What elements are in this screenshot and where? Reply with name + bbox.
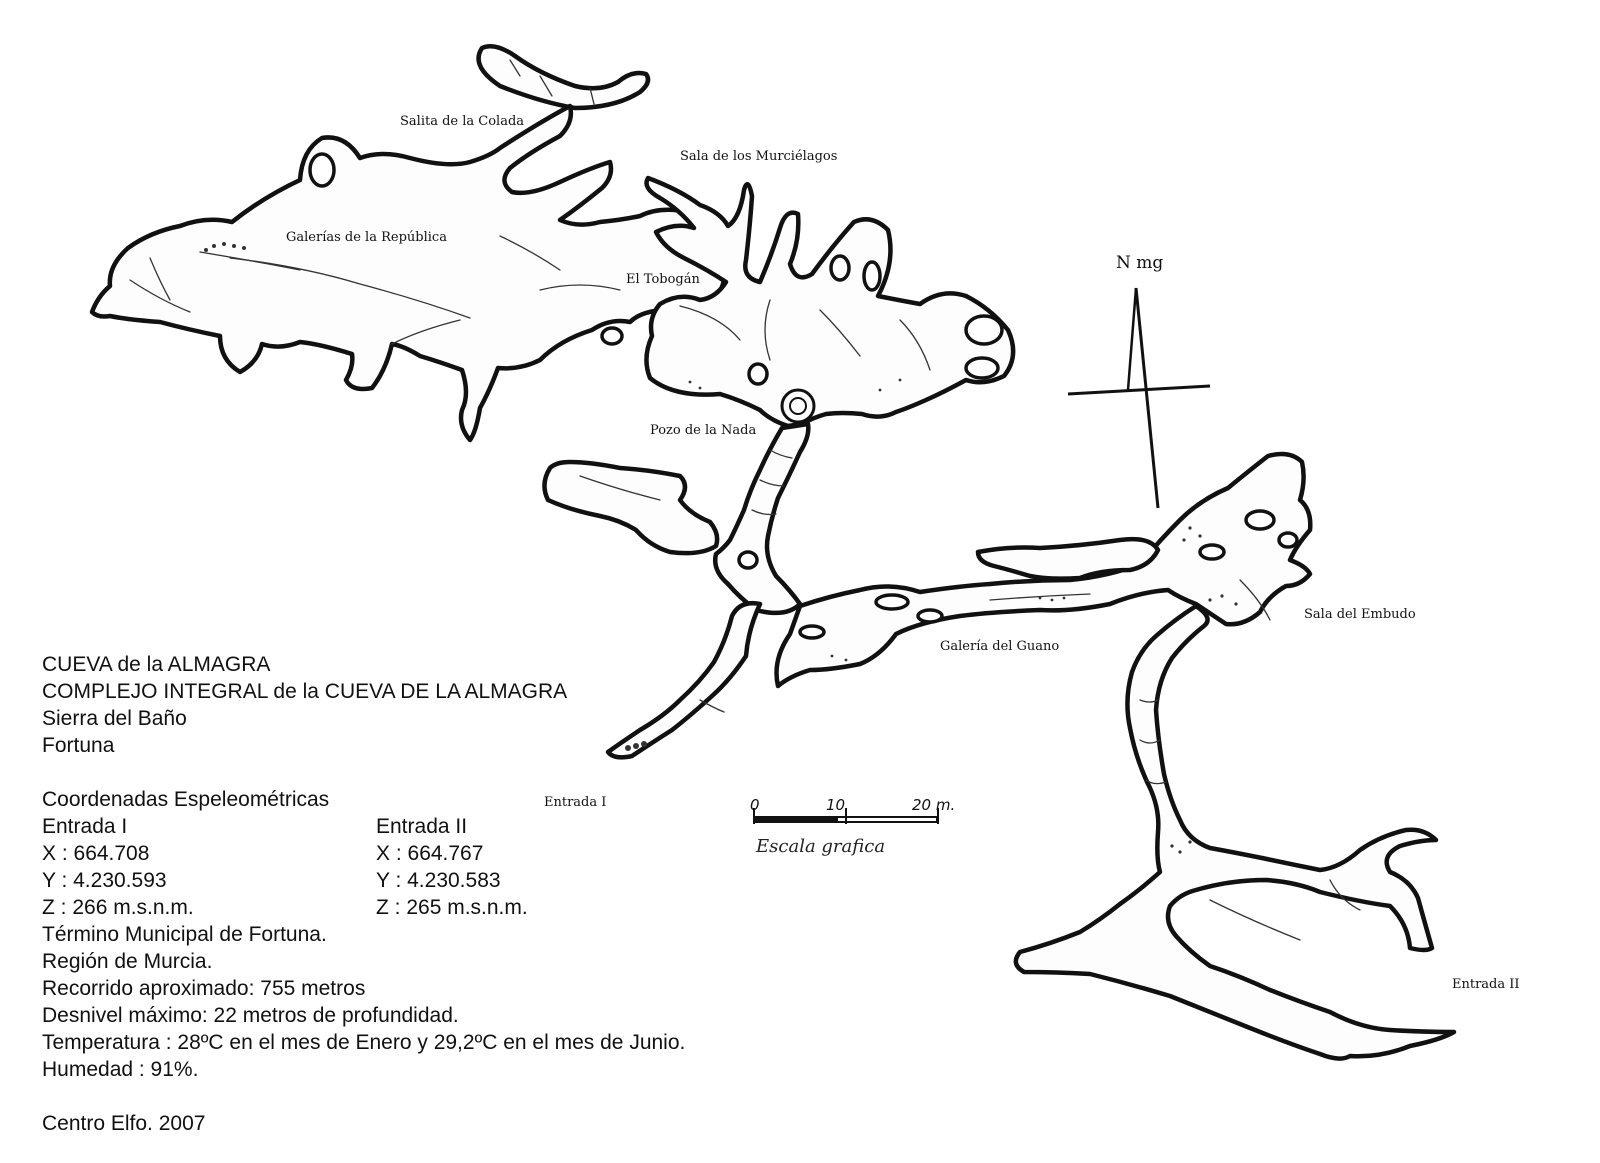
label-entrada1: Entrada I (544, 795, 606, 810)
label-tobogan: El Tobogán (626, 272, 700, 287)
pillar-8 (798, 624, 826, 640)
entrada2-name: Entrada II (376, 815, 468, 838)
label-salita: Salita de la Colada (400, 114, 524, 129)
scale-bar (753, 808, 939, 824)
info-block: CUEVA de la ALMAGRA COMPLEJO INTEGRAL de… (42, 651, 685, 1137)
label-entrada2: Entrada II (1452, 977, 1520, 992)
entrada1-y: Y : 4.230.593 (42, 869, 167, 892)
region: Región de Murcia. (42, 950, 213, 973)
pillar-6 (874, 593, 910, 611)
entrada2-coords: Entrada II X : 664.767 Y : 4.230.583 Z :… (376, 813, 528, 921)
entrada2-x: X : 664.767 (376, 842, 484, 865)
entrada2-y: Y : 4.230.583 (376, 869, 501, 892)
pozo-corridor (713, 421, 811, 616)
label-pozo: Pozo de la Nada (650, 423, 756, 438)
north-arrow (1067, 287, 1211, 509)
pillar-12 (737, 550, 759, 570)
title-cave: CUEVA de la ALMAGRA (42, 653, 271, 676)
town: Fortuna (42, 734, 115, 757)
side-loop-west (542, 459, 720, 556)
spacer (42, 1083, 685, 1110)
scale-tick-0: 0 (750, 796, 760, 814)
entrada1-name: Entrada I (42, 815, 128, 838)
humedad: Humedad : 91%. (42, 1058, 199, 1081)
murcielagos-passage (644, 175, 1016, 429)
pozo-shaft-inner (789, 397, 807, 415)
recorrido: Recorrido aproximado: 755 metros (42, 977, 366, 1000)
pillar-2 (862, 260, 882, 292)
label-murcielagos: Sala de los Murciélagos (680, 149, 837, 164)
pillar-7 (916, 608, 944, 624)
entrada2-z: Z : 265 m.s.n.m. (376, 896, 528, 919)
guano-upper-branch (975, 536, 1161, 581)
sierra: Sierra del Baño (42, 707, 187, 730)
pillar-5 (600, 326, 624, 346)
desnivel: Desnivel máximo: 22 metros de profundida… (42, 1004, 459, 1027)
pillar-4 (747, 362, 769, 386)
pillar-11 (1277, 531, 1299, 549)
title-complex: COMPLEJO INTEGRAL de la CUEVA DE LA ALMA… (42, 680, 568, 703)
credit: Centro Elfo. 2007 (42, 1112, 206, 1135)
pillar-3 (829, 254, 851, 282)
salita-passage (476, 44, 651, 111)
label-embudo: Sala del Embudo (1304, 607, 1416, 622)
pillar-1 (308, 152, 336, 188)
pillar-10 (1198, 543, 1226, 561)
pillar-13 (964, 314, 1004, 346)
scale-tick-10: 10 (826, 796, 845, 814)
coords-heading: Coordenadas Espeleométricas (42, 788, 330, 811)
pillar-14 (964, 356, 1000, 380)
entrada2-passage (1013, 603, 1457, 1061)
pillar-9 (1244, 509, 1276, 531)
temperatura: Temperatura : 28ºC en el mes de Enero y … (42, 1031, 686, 1054)
entrada1-x: X : 664.708 (42, 842, 150, 865)
scale-tick-20: 20 m. (912, 796, 955, 814)
label-republica: Galerías de la República (286, 230, 447, 245)
municipio: Término Municipal de Fortuna. (42, 923, 327, 946)
north-label: N mg (1116, 253, 1163, 273)
entrada1-branch (605, 601, 763, 760)
spacer (42, 759, 685, 786)
label-guano: Galería del Guano (940, 639, 1059, 654)
entrada1-z: Z : 266 m.s.n.m. (42, 896, 194, 919)
scale-caption: Escala grafica (755, 836, 885, 857)
